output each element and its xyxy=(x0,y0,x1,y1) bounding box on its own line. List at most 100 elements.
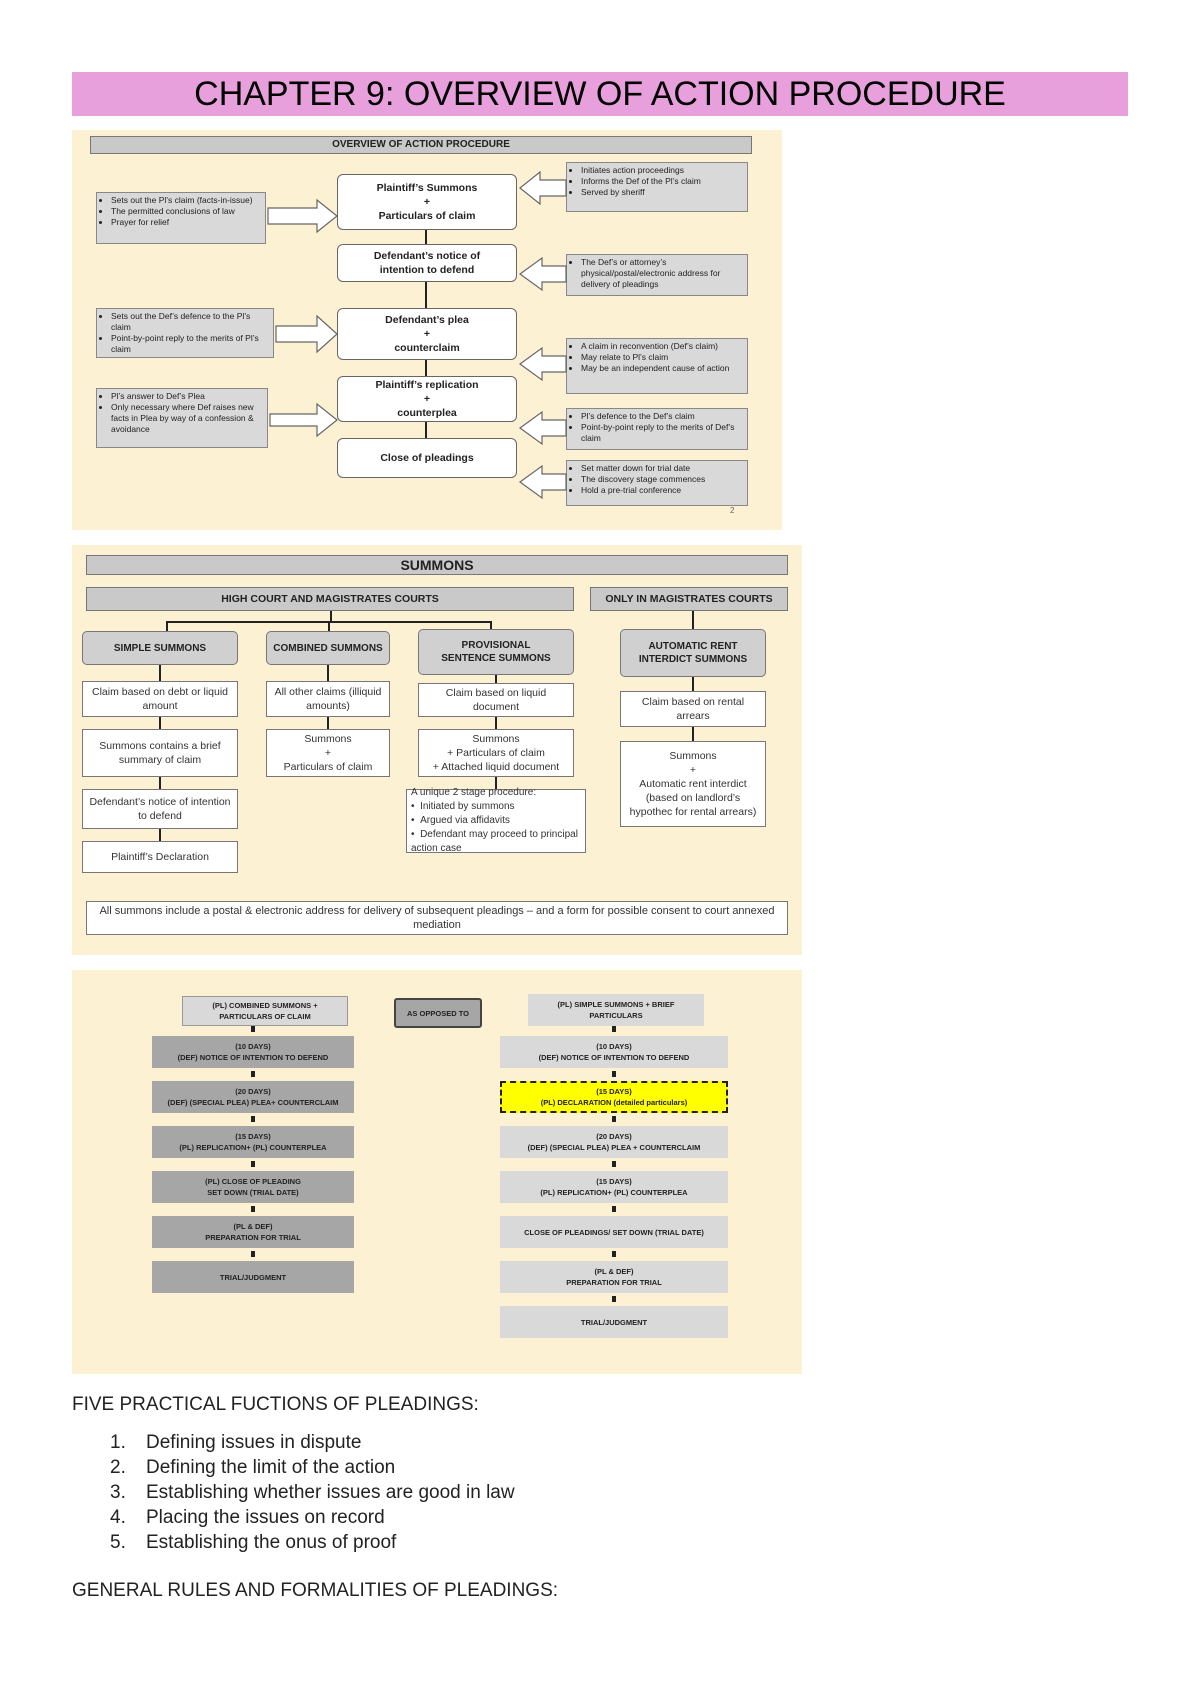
group-left-header: HIGH COURT AND MAGISTRATES COURTS xyxy=(86,587,574,611)
right-note-4-item: Pl’s defence to the Def’s claim xyxy=(581,411,743,422)
connector xyxy=(495,717,497,729)
simple-summons-title: SIMPLE SUMMONS xyxy=(82,631,238,665)
provisional-box-3: A unique 2 stage procedure: • Initiated … xyxy=(406,787,586,854)
rent-box-1: Claim based on rental arrears xyxy=(620,691,766,727)
left-note-1-item: Prayer for relief xyxy=(111,217,261,228)
right-note-3-item: May relate to Pl’s claim xyxy=(581,352,743,363)
right-note-3-item: A claim in reconvention (Def’s claim) xyxy=(581,341,743,352)
timeline-step-line2: PREPARATION FOR TRIAL xyxy=(205,1233,301,1242)
provisional-box-3-item: • Initiated by summons xyxy=(411,801,515,812)
step-plea-line1: Defendant’s plea xyxy=(385,314,469,326)
step-close-line1: Close of pleadings xyxy=(380,452,474,464)
right-note-5-item: Set matter down for trial date xyxy=(581,463,743,474)
timeline-step: (PL & DEF) PREPARATION FOR TRIAL xyxy=(152,1216,354,1248)
provisional-box-2-a: Summons xyxy=(472,733,520,745)
step-summons-line1: Plaintiff’s Summons xyxy=(376,182,478,194)
simple-box-3: Defendant’s notice of intention to defen… xyxy=(82,789,238,829)
arrow-right-5 xyxy=(518,464,567,500)
combined-box-2-c: Particulars of claim xyxy=(283,761,373,773)
timeline-step: (PL & DEF)PREPARATION FOR TRIAL xyxy=(500,1261,728,1293)
timeline-step-line1: (15 DAYS) xyxy=(596,1087,632,1096)
timeline-step: TRIAL/JUDGMENT xyxy=(500,1306,728,1338)
step-replication-line2: counterplea xyxy=(397,407,457,419)
provisional-summons-title: PROVISIONAL SENTENCE SUMMONS xyxy=(418,629,574,675)
timeline-step: (20 DAYS)(DEF) (SPECIAL PLEA) PLEA + COU… xyxy=(500,1126,728,1158)
arrow-right-4 xyxy=(518,410,567,446)
right-note-3-item: May be an independent cause of action xyxy=(581,363,743,374)
timeline-step: CLOSE OF PLEADINGS/ SET DOWN (TRIAL DATE… xyxy=(500,1216,728,1248)
timeline-connector xyxy=(612,1116,616,1122)
function-item: 5.Establishing the onus of proof xyxy=(110,1532,397,1553)
combined-box-2-a: Summons xyxy=(304,733,352,745)
timeline-step-line1: TRIAL/JUDGMENT xyxy=(219,1272,287,1282)
function-item: 1.Defining issues in dispute xyxy=(110,1432,362,1453)
right-timeline-title: (PL) SIMPLE SUMMONS + BRIEF PARTICULARS xyxy=(528,994,704,1026)
provisional-box-3-title: A unique 2 stage procedure: xyxy=(411,787,537,798)
function-item: 3.Establishing whether issues are good i… xyxy=(110,1482,515,1503)
timeline-step-line1: (PL & DEF) xyxy=(233,1222,273,1231)
connector xyxy=(425,230,427,244)
timeline-step-line1: (20 DAYS) xyxy=(235,1087,271,1096)
right-note-2: The Def’s or attorney’s physical/postal/… xyxy=(566,254,748,296)
group-right-header: ONLY IN MAGISTRATES COURTS xyxy=(590,587,788,611)
simple-box-2: Summons contains a brief summary of clai… xyxy=(82,729,238,777)
arrow-right-2 xyxy=(518,256,567,292)
connector xyxy=(159,777,161,789)
step-replication: Plaintiff’s replication + counterplea xyxy=(337,376,517,422)
timeline-step-line1: (15 DAYS) xyxy=(235,1132,271,1141)
functions-heading: FIVE PRACTICAL FUCTIONS OF PLEADINGS: xyxy=(72,1394,479,1415)
connector xyxy=(327,717,329,729)
provisional-box-3-item: • Defendant may proceed to principal act… xyxy=(411,829,578,854)
provisional-box-3-item: • Argued via affidavits xyxy=(411,815,510,826)
provisional-box-2-b: + Particulars of claim xyxy=(447,747,545,759)
timeline-step-line2: PREPARATION FOR TRIAL xyxy=(566,1278,662,1287)
connector xyxy=(692,611,694,629)
connector xyxy=(166,621,168,631)
rent-box-2: Summons + Automatic rent interdict (base… xyxy=(620,741,766,827)
timeline-step-line2: (DEF) (SPECIAL PLEA) PLEA + COUNTERCLAIM xyxy=(527,1143,701,1152)
timeline-connector xyxy=(612,1026,616,1032)
function-item: 2.Defining the limit of the action xyxy=(110,1457,396,1478)
overview-header: OVERVIEW OF ACTION PROCEDURE xyxy=(90,136,752,154)
step-notice-line2: intention to defend xyxy=(379,264,475,276)
functions-list: 1.Defining issues in dispute 2.Defining … xyxy=(110,1430,515,1555)
connector xyxy=(495,777,497,789)
connector xyxy=(330,611,332,623)
timeline-step: (15 DAYS) (PL) DECLARATION (detailed part… xyxy=(500,1081,728,1113)
timeline-step-line1: (15 DAYS) xyxy=(596,1177,632,1186)
timeline-step: (15 DAYS)(PL) REPLICATION+ (PL) COUNTERP… xyxy=(500,1171,728,1203)
general-rules-heading: GENERAL RULES AND FORMALITIES OF PLEADIN… xyxy=(72,1580,559,1601)
connector xyxy=(159,829,161,841)
left-note-2-item: Point-by-point reply to the merits of Pl… xyxy=(111,333,269,355)
timeline-connector xyxy=(612,1251,616,1257)
step-summons-plus: + xyxy=(423,196,431,208)
timeline-connector xyxy=(251,1026,255,1032)
arrow-right-1 xyxy=(519,170,567,206)
timeline-connector xyxy=(251,1116,255,1122)
right-note-5-item: Hold a pre-trial conference xyxy=(581,485,743,496)
arrow-left-3 xyxy=(269,402,338,438)
function-item: 4.Placing the issues on record xyxy=(110,1507,385,1528)
right-note-1-item: Initiates action proceedings xyxy=(581,165,743,176)
right-note-5-item: The discovery stage commences xyxy=(581,474,743,485)
right-note-5: Set matter down for trial date The disco… xyxy=(566,460,748,506)
timeline-step-line2: (DEF) (SPECIAL PLEA) PLEA+ COUNTERCLAIM xyxy=(167,1098,339,1107)
timeline-connector xyxy=(251,1071,255,1077)
timeline-step: (20 DAYS) (DEF) (SPECIAL PLEA) PLEA+ COUN… xyxy=(152,1081,354,1113)
right-note-4: Pl’s defence to the Def’s claim Point-by… xyxy=(566,408,748,450)
timeline-step-line1: (10 DAYS) xyxy=(596,1042,632,1051)
timeline-step-line1: (10 DAYS) xyxy=(235,1042,271,1051)
timeline-step-line2: (PL) DECLARATION (detailed particulars) xyxy=(540,1098,688,1107)
simple-box-1: Claim based on debt or liquid amount xyxy=(82,681,238,717)
timeline-step-line2: (DEF) NOTICE OF INTENTION TO DEFEND xyxy=(538,1053,690,1062)
connector xyxy=(490,621,492,629)
rent-box-2-a: Summons xyxy=(669,750,717,762)
combined-summons-title: COMBINED SUMMONS xyxy=(266,631,390,665)
timeline-step-line1: CLOSE OF PLEADINGS/ SET DOWN (TRIAL DATE… xyxy=(524,1227,704,1237)
step-close: Close of pleadings xyxy=(337,438,517,478)
step-plea: Defendant’s plea + counterclaim xyxy=(337,308,517,360)
connector xyxy=(328,621,330,631)
timeline-connector xyxy=(251,1251,255,1257)
combined-box-2: Summons + Particulars of claim xyxy=(266,729,390,777)
